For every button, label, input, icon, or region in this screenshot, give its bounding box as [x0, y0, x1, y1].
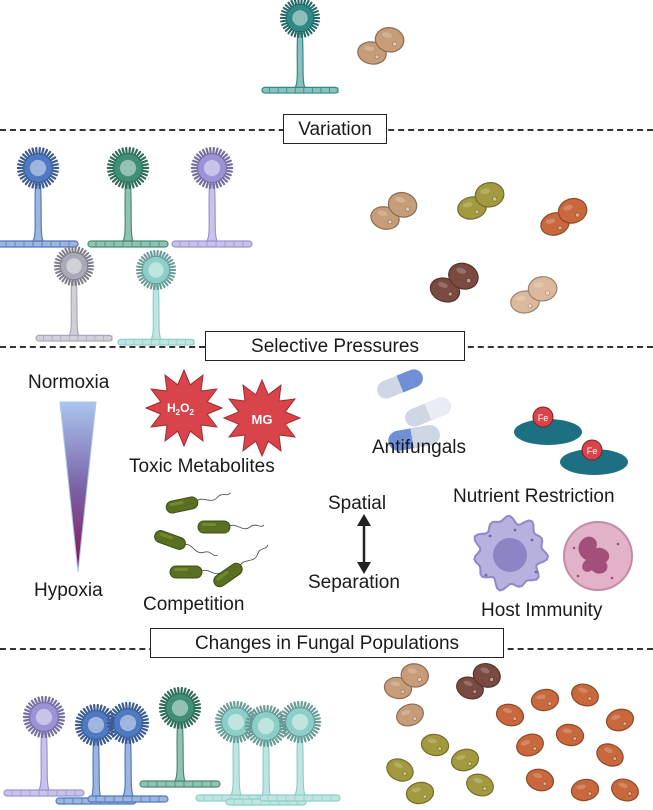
- yeast-icon: [370, 191, 418, 230]
- yeast-icon: [396, 703, 424, 727]
- capsule-icon: [377, 369, 423, 399]
- mold-icon: [259, 700, 341, 802]
- bacterium-icon: [154, 530, 218, 557]
- mold-icon: [117, 249, 195, 346]
- section-title-changes: Changes in Fungal Populations: [150, 628, 504, 658]
- capsule-icon: [405, 397, 451, 427]
- toxic-metabolites-label: Toxic Metabolites: [129, 456, 275, 477]
- mold-icon: [87, 146, 169, 248]
- section-title-selective-pressures: Selective Pressures: [205, 331, 465, 361]
- svg-text:Fe: Fe: [587, 446, 598, 456]
- neutrophil-icon: [563, 521, 633, 591]
- mold-icon: [3, 695, 85, 797]
- yeast-icon: [516, 733, 544, 757]
- yeast-icon: [383, 663, 429, 700]
- yeast-icon: [555, 723, 585, 747]
- yeast-icon: [571, 683, 599, 707]
- yeast-icon: [457, 182, 505, 220]
- yeast-icon: [570, 778, 600, 802]
- yeast-icon: [420, 733, 450, 757]
- iron-receptor-icon: Fe Fe: [514, 406, 628, 475]
- yeast-icon: [450, 748, 480, 772]
- yeast-icon: [357, 27, 405, 65]
- antifungals-label: Antifungals: [372, 437, 467, 458]
- macrophage-icon: [473, 514, 550, 592]
- mold-group: [0, 0, 341, 806]
- yeast-icon: [456, 662, 501, 700]
- bacterium-icon: [165, 492, 231, 514]
- h2o2-starburst-icon: [144, 368, 224, 448]
- mold-icon: [139, 686, 221, 788]
- yeast-icon: [605, 708, 635, 732]
- bacterium-icon: [197, 520, 265, 534]
- double-arrow-icon: [357, 514, 371, 574]
- bacterium-icon: [213, 544, 269, 588]
- oxygen-gradient-icon: [59, 401, 97, 573]
- svg-text:Fe: Fe: [538, 413, 549, 423]
- hypoxia-label: Hypoxia: [34, 580, 103, 601]
- yeast-icon: [530, 688, 560, 712]
- yeast-icon: [466, 773, 494, 797]
- mold-icon: [261, 0, 339, 94]
- bacteria-group: [154, 492, 269, 588]
- nutrient-restriction-label: Nutrient Restriction: [453, 486, 615, 507]
- mold-icon: [171, 146, 253, 248]
- mold-icon: [0, 146, 79, 248]
- yeast-icon: [386, 758, 414, 782]
- yeast-icon: [525, 768, 555, 792]
- yeast-icon: [405, 781, 435, 805]
- yeast-icon: [510, 276, 558, 314]
- host-immunity-label: Host Immunity: [481, 600, 603, 621]
- mold-icon: [87, 701, 169, 803]
- mold-icon: [195, 700, 277, 802]
- yeast-icon: [611, 778, 639, 802]
- yeast-icon: [495, 703, 525, 727]
- separation-label: Separation: [308, 572, 400, 593]
- yeast-icon: [596, 743, 624, 767]
- mg-label: MG: [252, 412, 273, 427]
- mold-icon: [55, 703, 137, 805]
- competition-label: Competition: [143, 594, 245, 615]
- yeast-icon: [429, 262, 479, 303]
- mold-icon: [225, 704, 307, 806]
- h2o2-label: H2O2: [167, 401, 194, 417]
- capsule-icon: [388, 425, 440, 451]
- mold-icon: [35, 245, 113, 342]
- section-title-variation: Variation: [283, 114, 387, 144]
- yeast-icon: [540, 197, 588, 236]
- yeast-group: [357, 27, 639, 805]
- normoxia-label: Normoxia: [28, 372, 110, 393]
- spatial-label: Spatial: [328, 493, 387, 514]
- mg-starburst-icon: [222, 378, 302, 458]
